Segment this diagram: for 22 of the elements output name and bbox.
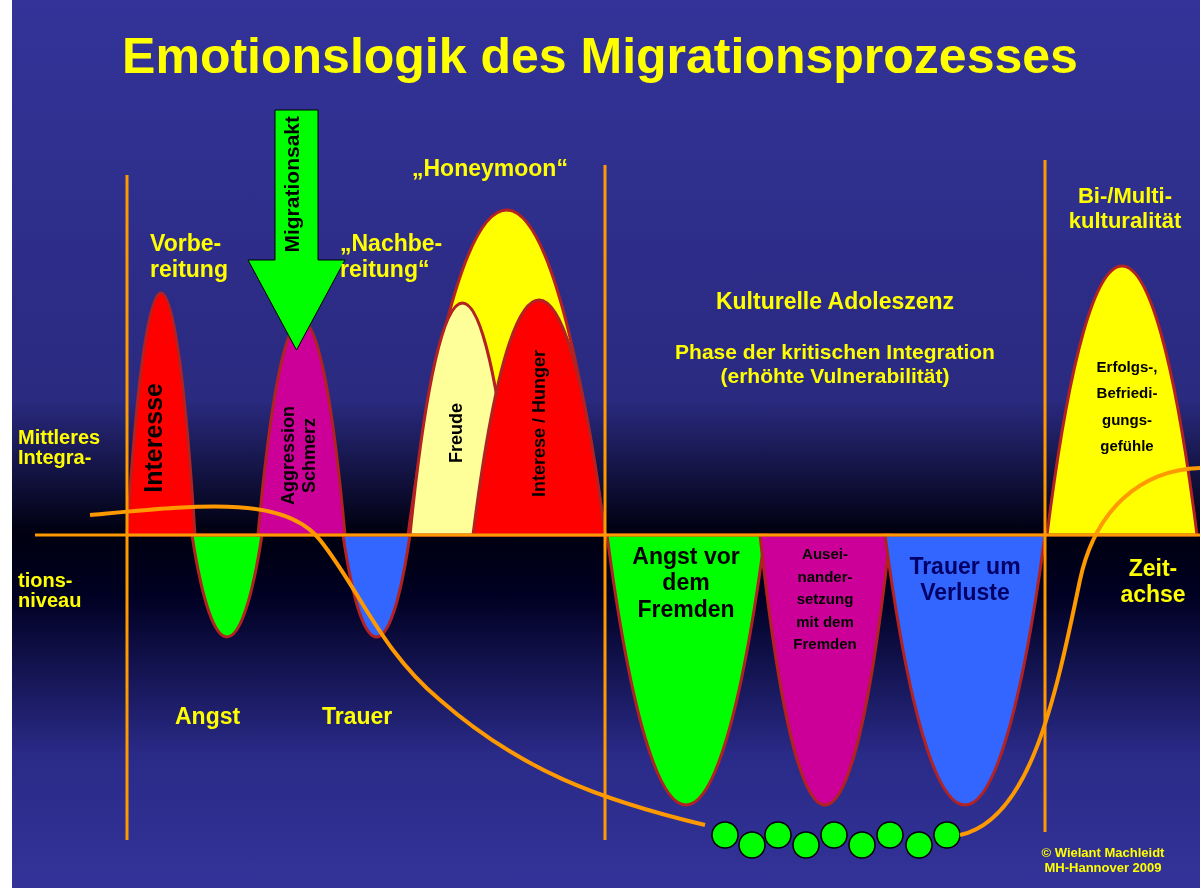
phase-label: „Honeymoon“	[412, 155, 569, 182]
phase-label: Vorbe- reitung	[150, 230, 229, 283]
title: Emotionslogik des Migrationsprozesses	[121, 28, 1079, 86]
shape-label: Ausei- nander- setzung mit dem Fremden	[792, 544, 858, 654]
shape-label: Interesse	[139, 383, 168, 493]
text-label: „Nachbe- reitung“	[340, 230, 444, 283]
text-label: Mittleres Integra-	[18, 427, 102, 467]
text-label: © Wielant Machleidt MH-Hannover 2009	[1040, 846, 1166, 876]
shape-label: Interese / Hunger	[529, 350, 550, 498]
shape-label: Freude	[446, 403, 467, 463]
shape-label: Trauer um Verluste	[908, 553, 1022, 606]
text-label: Zeit- achse	[1119, 555, 1187, 608]
text-label: Kulturelle Adoleszenz	[714, 288, 956, 315]
phase-label: Bi-/Multi- kulturalität	[1067, 183, 1183, 234]
shape-label: Angst vor dem Fremden	[631, 543, 741, 623]
phase-label: Angst	[175, 703, 242, 730]
shape-label: Erfolgs-, Befriedi- gungs- gefühle	[1095, 357, 1159, 456]
shape-label: Migrationsakt	[280, 116, 304, 253]
phase-label: Trauer	[322, 703, 394, 730]
text-label: Phase der kritischen Integration (erhöhte Vulnerabilität)	[674, 340, 996, 389]
shape-label: Aggression Schmerz	[278, 404, 320, 507]
text-label: tions- niveau	[18, 570, 83, 610]
